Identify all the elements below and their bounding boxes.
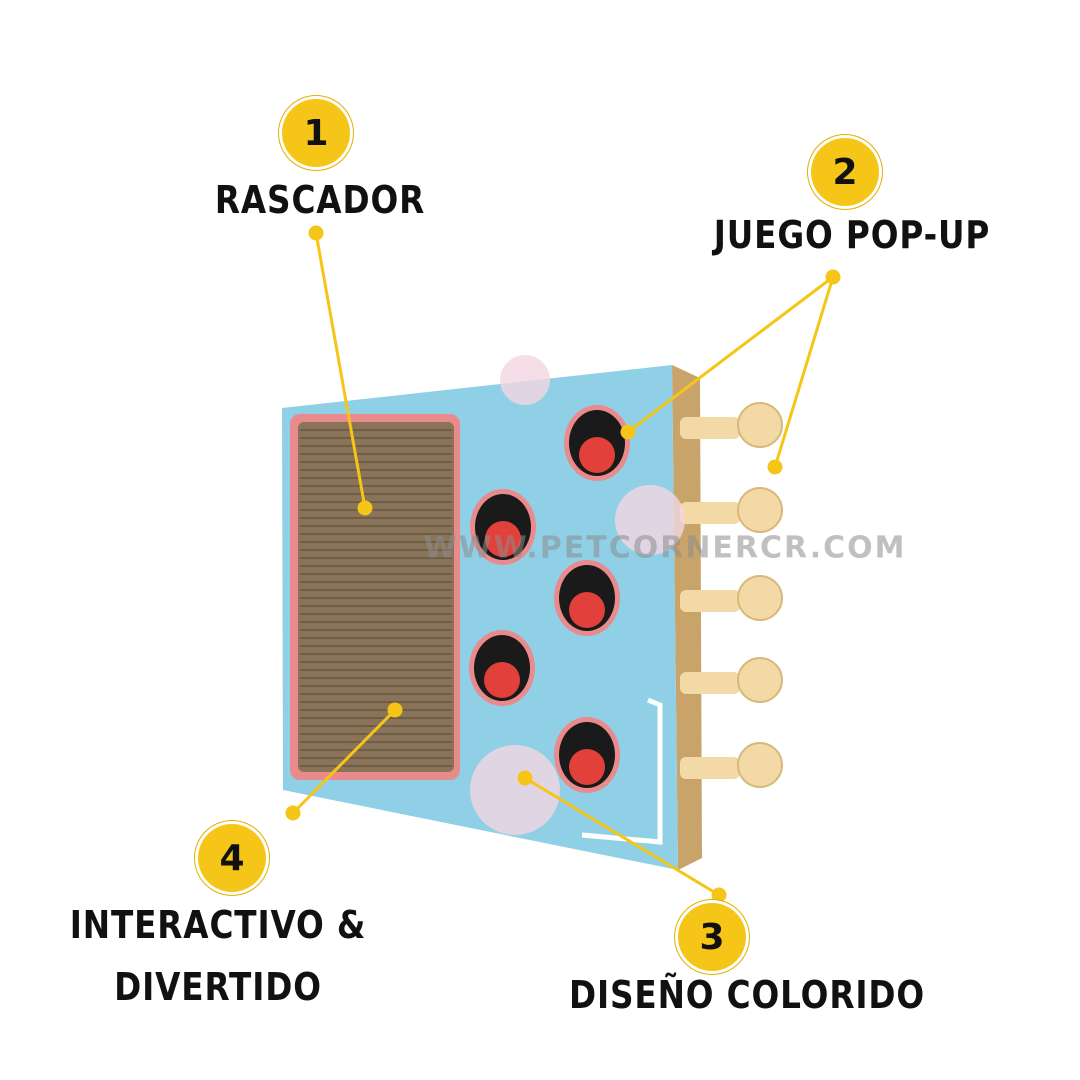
paw-stem	[680, 590, 740, 612]
callout-badge-1: 1	[282, 99, 350, 167]
paw-stem	[680, 417, 740, 439]
callout-label-pop-up-game: JUEGO POP-UP	[713, 213, 991, 257]
paw-icon	[737, 657, 783, 703]
callout-label-interactive-line2: DIVERTIDO	[114, 965, 322, 1009]
paw-icon	[737, 487, 783, 533]
pop-up-holes	[469, 405, 630, 793]
mole-figure	[569, 592, 605, 628]
paw-icon	[737, 742, 783, 788]
mole-figure	[484, 662, 520, 698]
decor-line	[581, 697, 663, 845]
paw-pop-ups	[680, 402, 783, 788]
callout-label-colorful-design: DISEÑO COLORIDO	[569, 973, 925, 1017]
paw-print-decor	[615, 485, 685, 555]
watermark: WWW.PETCORNERCR.COM	[423, 530, 907, 566]
box-side-panel	[672, 365, 702, 870]
paw-stem	[680, 502, 740, 524]
callout-label-scratcher: RASCADOR	[214, 178, 426, 222]
paw-icon	[737, 402, 783, 448]
mole-figure	[579, 437, 615, 473]
mole-figure	[485, 521, 521, 557]
mole-figure	[569, 749, 605, 785]
paw-icon	[737, 575, 783, 621]
callout-badge-3: 3	[678, 903, 746, 971]
paw-stem	[680, 757, 740, 779]
paw-print-decor	[470, 745, 560, 835]
paw-print-decor	[500, 355, 550, 405]
paw-stem	[680, 672, 740, 694]
callout-lines	[285, 225, 841, 903]
cardboard-texture	[300, 429, 452, 767]
callout-label-interactive-line1: INTERACTIVO &	[69, 903, 367, 947]
callout-badge-4: 4	[198, 824, 266, 892]
callout-badge-2: 2	[811, 138, 879, 206]
